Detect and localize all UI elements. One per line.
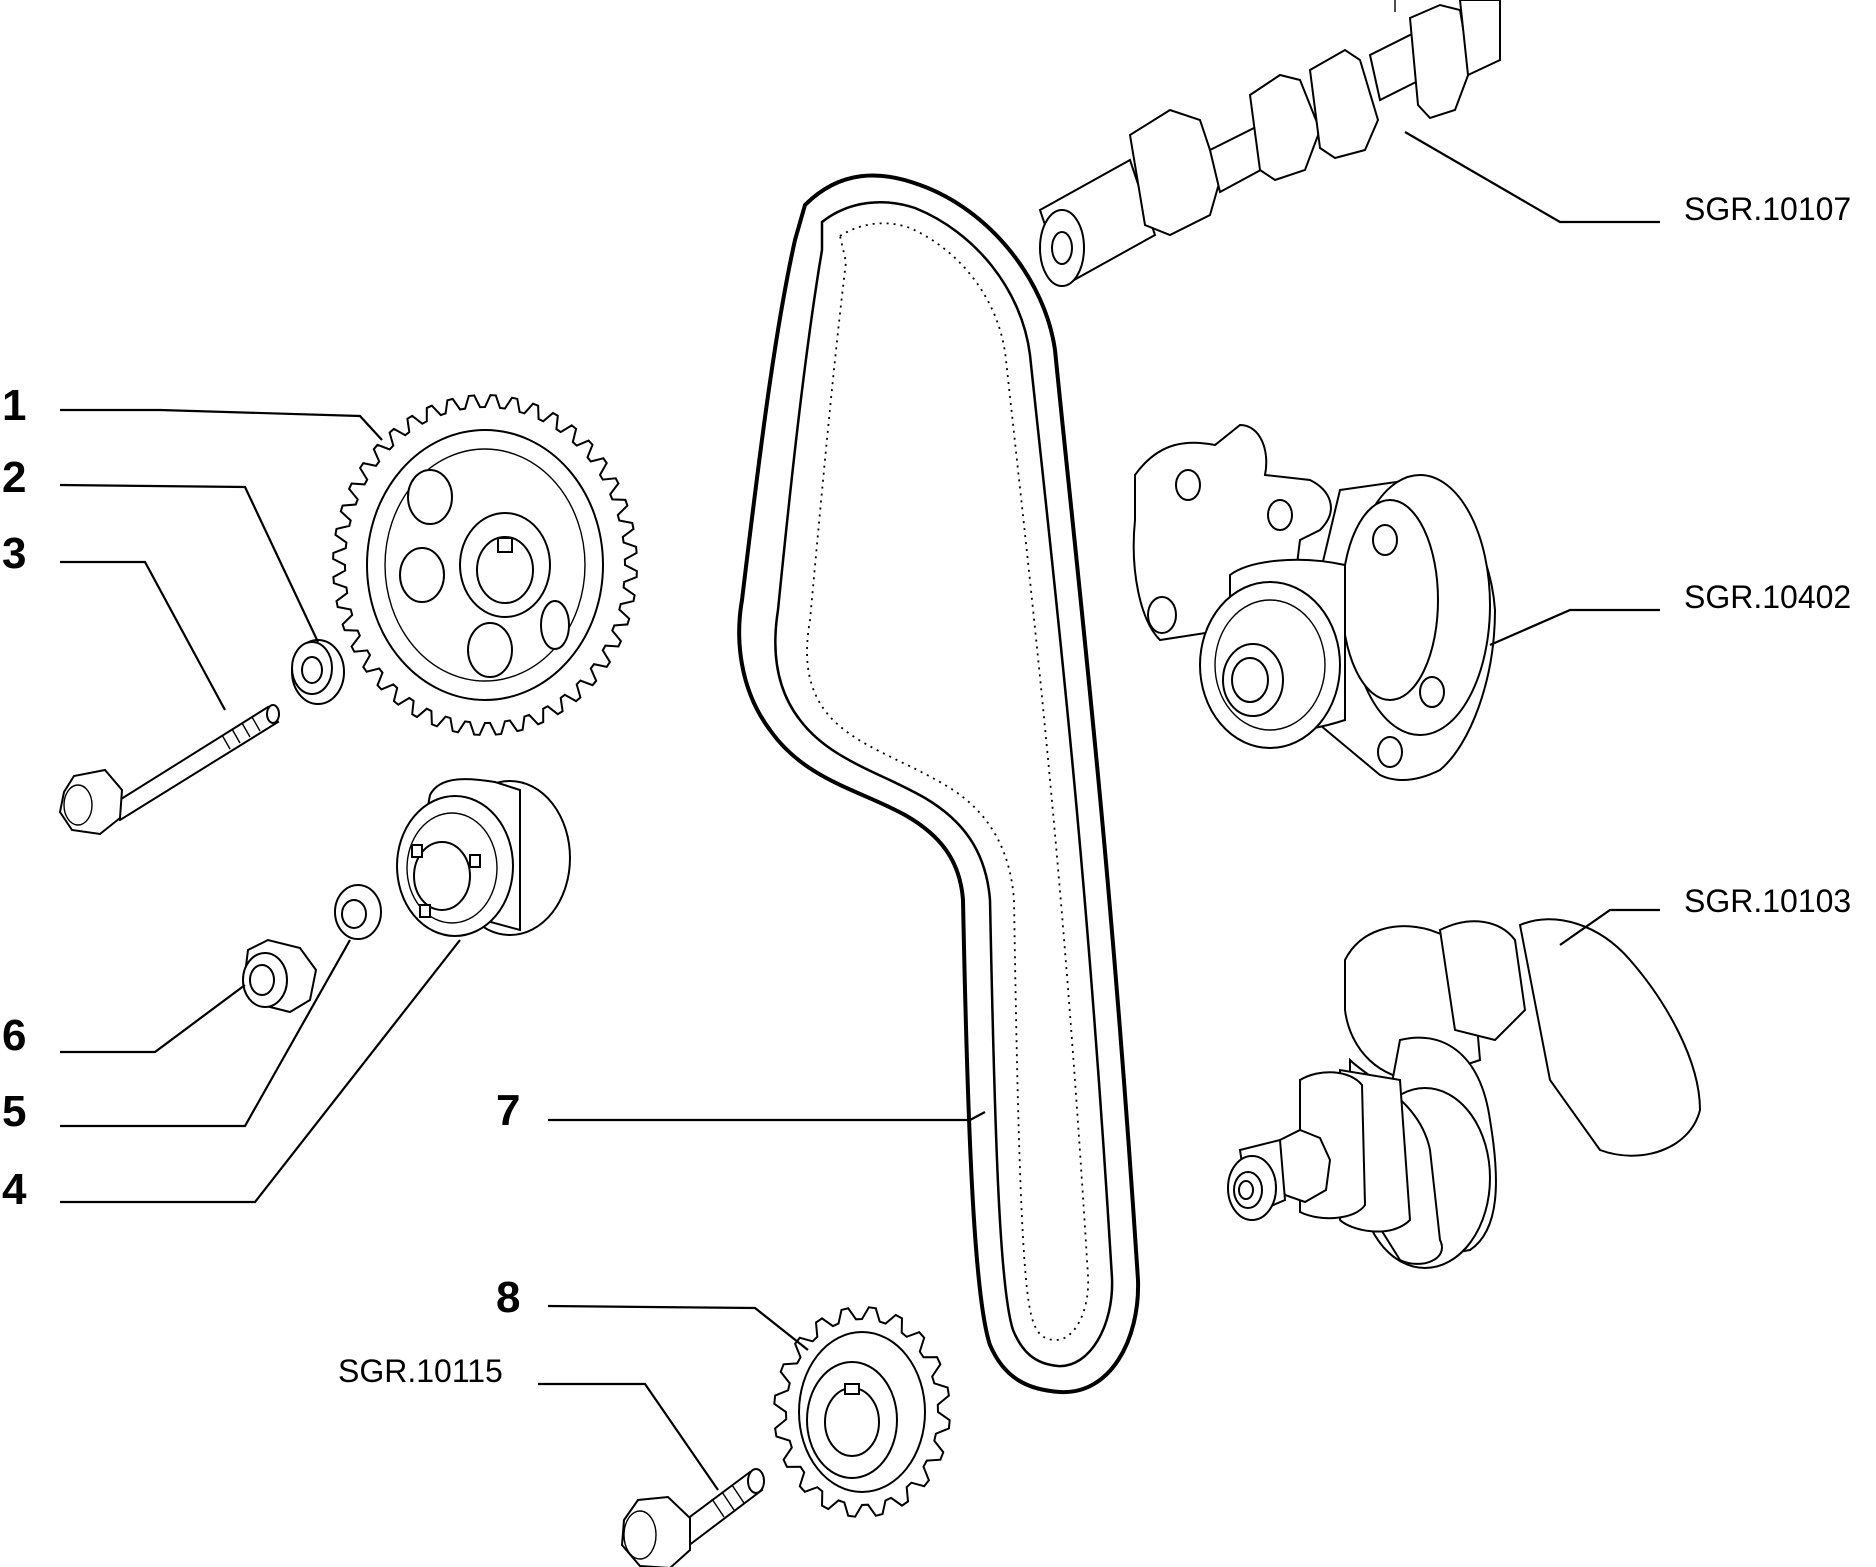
leader-3 (60, 560, 226, 711)
crank-bolt (620, 1468, 765, 1567)
camshaft-gear (332, 394, 638, 736)
ref-crankshaft: SGR.10103 (1684, 883, 1851, 919)
leader-5 (60, 939, 351, 1128)
crankshaft-gear-8 (773, 1306, 951, 1518)
leader-7 (548, 1111, 986, 1122)
reference-labels: SGR.10107 SGR.10402 SGR.10103 SGR.10115 (338, 191, 1851, 1389)
leader-8 (547, 1304, 809, 1351)
washer-5 (334, 884, 382, 940)
leader-1 (60, 408, 383, 441)
callout-7: 7 (496, 1086, 520, 1135)
leader-4 (60, 939, 461, 1204)
callout-8: 8 (496, 1273, 520, 1322)
callout-4: 4 (2, 1165, 27, 1214)
leader-crank-bolt (538, 1382, 719, 1491)
nut-6 (242, 938, 318, 1014)
ref-water-pump: SGR.10402 (1684, 579, 1851, 615)
callout-labels: 1 2 3 6 5 4 7 8 (2, 381, 520, 1322)
camshaft (1038, 0, 1501, 287)
callout-6: 6 (2, 1011, 26, 1060)
callout-2: 2 (2, 453, 26, 502)
bolt-3 (58, 704, 280, 836)
leader-2 (59, 483, 319, 643)
washer-2 (291, 639, 345, 705)
ref-crank-bolt: SGR.10115 (338, 1353, 503, 1389)
leader-crankshaft (1559, 908, 1660, 946)
callout-1: 1 (2, 381, 26, 430)
leader-camshaft (1404, 131, 1660, 224)
tensioner-pulley-4 (396, 778, 571, 937)
ref-camshaft: SGR.10107 (1684, 191, 1851, 227)
leader-lines (59, 131, 1660, 1491)
crankshaft (1227, 918, 1702, 1269)
timing-belt-7 (737, 173, 1141, 1395)
water-pump (1132, 423, 1497, 781)
leader-water-pump (1489, 608, 1660, 647)
callout-5: 5 (2, 1087, 26, 1136)
leader-6 (60, 984, 246, 1054)
callout-3: 3 (2, 529, 26, 578)
